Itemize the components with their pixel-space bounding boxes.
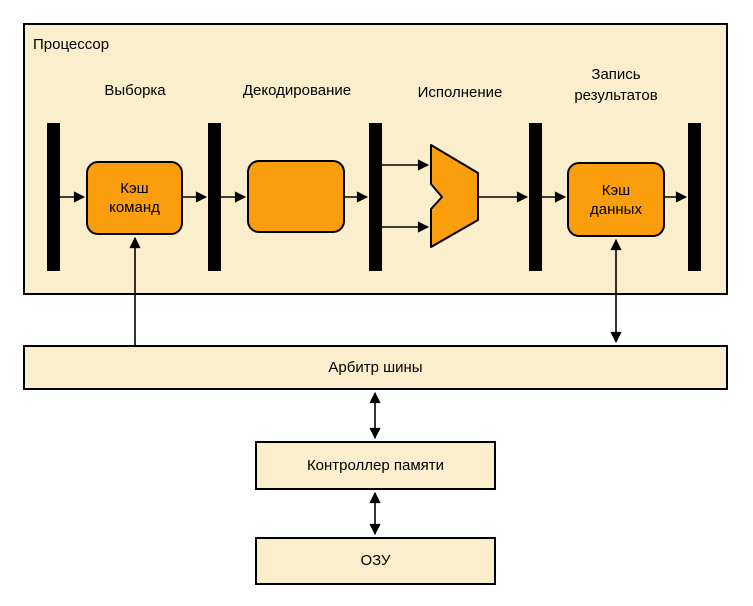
bus-arbiter-label: Арбитр шины [328, 358, 423, 376]
pipeline-register-2 [208, 123, 221, 271]
pipeline-register-5 [688, 123, 701, 271]
pipeline-register-4 [529, 123, 542, 271]
memory-controller-box: Контроллер памяти [255, 441, 496, 490]
stage-label-execute: Исполнение [417, 84, 503, 101]
processor-label: Процессор [33, 36, 110, 53]
ram-box: ОЗУ [255, 537, 496, 585]
data-cache-label: Кэш данных [590, 181, 642, 218]
stage-label-decode: Декодирование [242, 82, 352, 99]
instruction-cache-label: Кэш команд [109, 180, 160, 216]
ram-label: ОЗУ [360, 552, 391, 569]
stage-label-writeback: Запись результатов [574, 66, 658, 104]
memory-controller-label: Контроллер памяти [306, 456, 445, 474]
pipeline-register-1 [47, 123, 60, 271]
decode-unit-box [247, 160, 345, 233]
data-cache-box: Кэш данных [567, 162, 665, 237]
pipeline-register-3 [369, 123, 382, 271]
stage-label-fetch: Выборка [104, 82, 166, 99]
instruction-cache-box: Кэш команд [86, 161, 183, 235]
bus-arbiter-box: Арбитр шины [23, 345, 728, 390]
